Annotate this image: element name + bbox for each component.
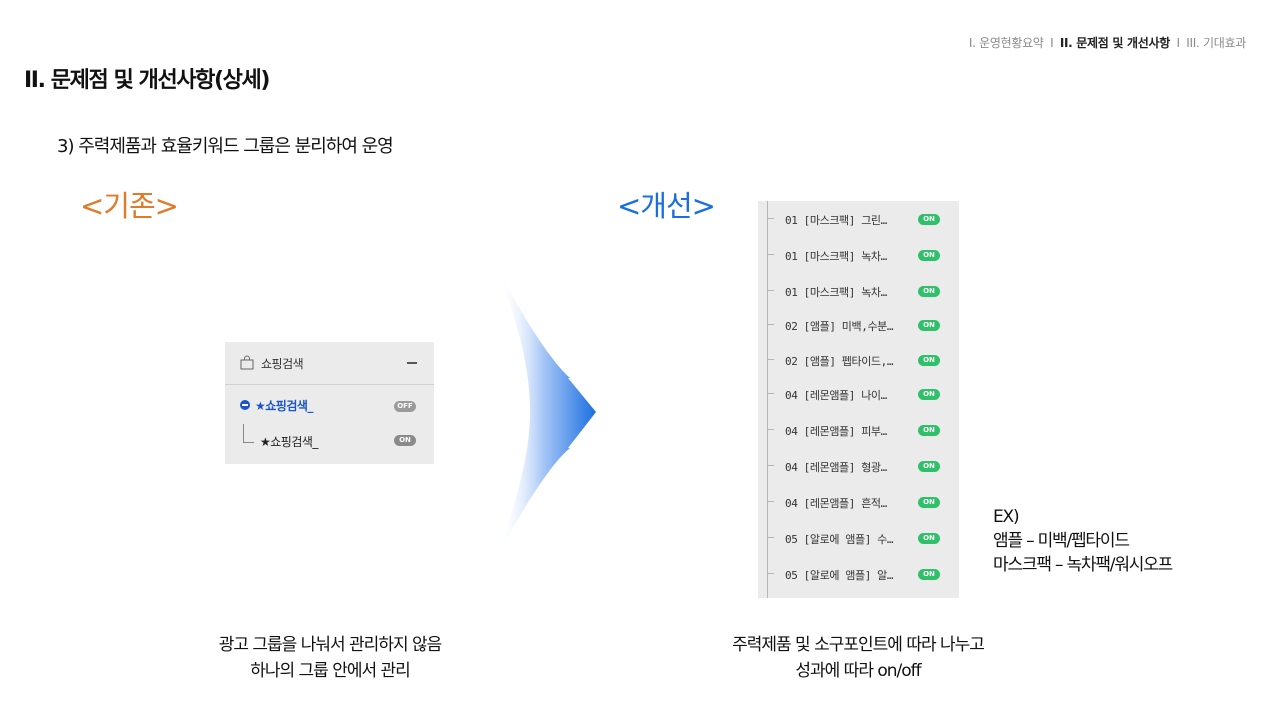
ad-group-name: 05 [알로에 앰플] 알… bbox=[785, 569, 894, 582]
before-label: <기존> bbox=[80, 189, 179, 223]
on-toggle[interactable]: ON bbox=[918, 497, 940, 508]
tree-line bbox=[767, 201, 768, 598]
tree-branch bbox=[767, 429, 774, 430]
list-item[interactable]: 04 [레몬앰플] 흔적… ON bbox=[758, 492, 959, 512]
before-ad-group-panel: 쇼핑검색 ★쇼핑검색_ OFF ★쇼핑검색_ ON bbox=[225, 342, 434, 464]
on-toggle[interactable]: ON bbox=[918, 250, 940, 261]
section-breadcrumb: I. 운영현황요약 I II. 문제점 및 개선사항 I III. 기대효과 bbox=[969, 34, 1246, 51]
list-item[interactable]: 01 [마스크팩] 그린… ON bbox=[758, 209, 959, 229]
on-toggle[interactable]: ON bbox=[918, 533, 940, 544]
on-toggle[interactable]: ON bbox=[918, 355, 940, 366]
before-caption: 광고 그룹을 나눠서 관리하지 않음 하나의 그룹 안에서 관리 bbox=[180, 632, 480, 684]
list-item[interactable]: 04 [레몬앰플] 나이… ON bbox=[758, 384, 959, 404]
tree-branch bbox=[767, 465, 774, 466]
breadcrumb-item-issues: II. 문제점 및 개선사항 bbox=[1059, 36, 1170, 50]
tree-branch bbox=[767, 218, 774, 219]
on-toggle[interactable]: ON bbox=[918, 389, 940, 400]
on-toggle[interactable]: ON bbox=[918, 425, 940, 436]
list-item[interactable]: 01 [마스크팩] 녹차… ON bbox=[758, 281, 959, 301]
ad-group-name: ★쇼핑검색_ bbox=[255, 399, 313, 413]
tree-branch bbox=[767, 573, 774, 574]
example-heading: EX) bbox=[993, 507, 1020, 527]
tree-branch-icon bbox=[243, 424, 254, 443]
ad-group-name: 01 [마스크팩] 녹차… bbox=[785, 286, 887, 299]
ad-group-name: 04 [레몬앰플] 피부… bbox=[785, 425, 887, 438]
list-item[interactable]: 01 [마스크팩] 녹차… ON bbox=[758, 245, 959, 265]
breadcrumb-separator: I bbox=[1050, 36, 1054, 50]
panel-header-label: 쇼핑검색 bbox=[261, 357, 304, 371]
on-toggle[interactable]: ON bbox=[918, 461, 940, 472]
ad-subgroup-row[interactable]: ★쇼핑검색_ bbox=[225, 424, 434, 454]
page-title: II. 문제점 및 개선사항(상세) bbox=[24, 68, 270, 93]
on-toggle[interactable]: ON bbox=[918, 286, 940, 297]
caption-line: 하나의 그룹 안에서 관리 bbox=[250, 661, 411, 681]
list-item[interactable]: 05 [알로에 앰플] 수… ON bbox=[758, 528, 959, 548]
example-line: 마스크팩 – 녹차팩/워시오프 bbox=[993, 555, 1173, 575]
breadcrumb-item-summary: I. 운영현황요약 bbox=[968, 36, 1044, 50]
caption-line: 광고 그룹을 나눠서 관리하지 않음 bbox=[218, 635, 443, 655]
tree-branch bbox=[767, 359, 774, 360]
section-subtitle: 3) 주력제품과 효율키워드 그룹은 분리하여 운영 bbox=[57, 136, 394, 157]
on-toggle[interactable]: ON bbox=[918, 214, 940, 225]
ad-group-row[interactable]: ★쇼핑검색_ bbox=[225, 394, 434, 418]
shopping-bag-icon bbox=[240, 355, 254, 370]
list-item[interactable]: 02 [앰플] 펩타이드,… ON bbox=[758, 350, 959, 370]
tree-branch bbox=[767, 393, 774, 394]
tree-branch bbox=[767, 501, 774, 502]
after-ad-group-list: 01 [마스크팩] 그린… ON 01 [마스크팩] 녹차… ON 01 [마스… bbox=[758, 201, 959, 598]
caption-line: 성과에 따라 on/off bbox=[795, 661, 921, 681]
tree-branch bbox=[767, 290, 774, 291]
breadcrumb-separator: I bbox=[1176, 36, 1181, 50]
example-line: 앰플 – 미백/펩타이드 bbox=[993, 531, 1130, 551]
ad-subgroup-name: ★쇼핑검색_ bbox=[260, 435, 318, 449]
ad-group-name: 05 [알로에 앰플] 수… bbox=[785, 533, 894, 546]
collapse-circle-icon[interactable] bbox=[240, 400, 250, 410]
after-caption: 주력제품 및 소구포인트에 따라 나누고 성과에 따라 on/off bbox=[708, 632, 1008, 684]
list-item[interactable]: 05 [알로에 앰플] 알… ON bbox=[758, 564, 959, 584]
ad-group-name: 01 [마스크팩] 녹차… bbox=[785, 250, 887, 263]
example-note: EX) 앰플 – 미백/펩타이드 마스크팩 – 녹차팩/워시오프 bbox=[993, 505, 1173, 577]
breadcrumb-item-effects: III. 기대효과 bbox=[1186, 36, 1246, 50]
ad-group-name: 02 [앰플] 미백,수분… bbox=[785, 320, 894, 333]
on-toggle[interactable]: ON bbox=[918, 320, 940, 331]
ad-group-name: 04 [레몬앰플] 나이… bbox=[785, 389, 887, 402]
ad-group-name: 02 [앰플] 펩타이드,… bbox=[785, 355, 894, 368]
collapse-icon[interactable] bbox=[407, 362, 417, 364]
ad-subgroup-toggle[interactable]: ON bbox=[394, 435, 416, 446]
list-item[interactable]: 04 [레몬앰플] 피부… ON bbox=[758, 420, 959, 440]
list-item[interactable]: 04 [레몬앰플] 형광… ON bbox=[758, 456, 959, 476]
after-label: <개선> bbox=[617, 189, 716, 223]
ad-group-name: 04 [레몬앰플] 흔적… bbox=[785, 497, 887, 510]
tree-branch bbox=[767, 537, 774, 538]
on-toggle[interactable]: ON bbox=[918, 569, 940, 580]
ad-group-name: 04 [레몬앰플] 형광… bbox=[785, 461, 887, 474]
transition-arrow-icon bbox=[498, 270, 596, 555]
caption-line: 주력제품 및 소구포인트에 따라 나누고 bbox=[732, 635, 985, 655]
panel-header: 쇼핑검색 bbox=[225, 342, 434, 385]
list-item[interactable]: 02 [앰플] 미백,수분… ON bbox=[758, 315, 959, 335]
ad-group-toggle[interactable]: OFF bbox=[394, 401, 416, 412]
ad-group-name: 01 [마스크팩] 그린… bbox=[785, 214, 887, 227]
tree-branch bbox=[767, 324, 774, 325]
tree-branch bbox=[767, 254, 774, 255]
